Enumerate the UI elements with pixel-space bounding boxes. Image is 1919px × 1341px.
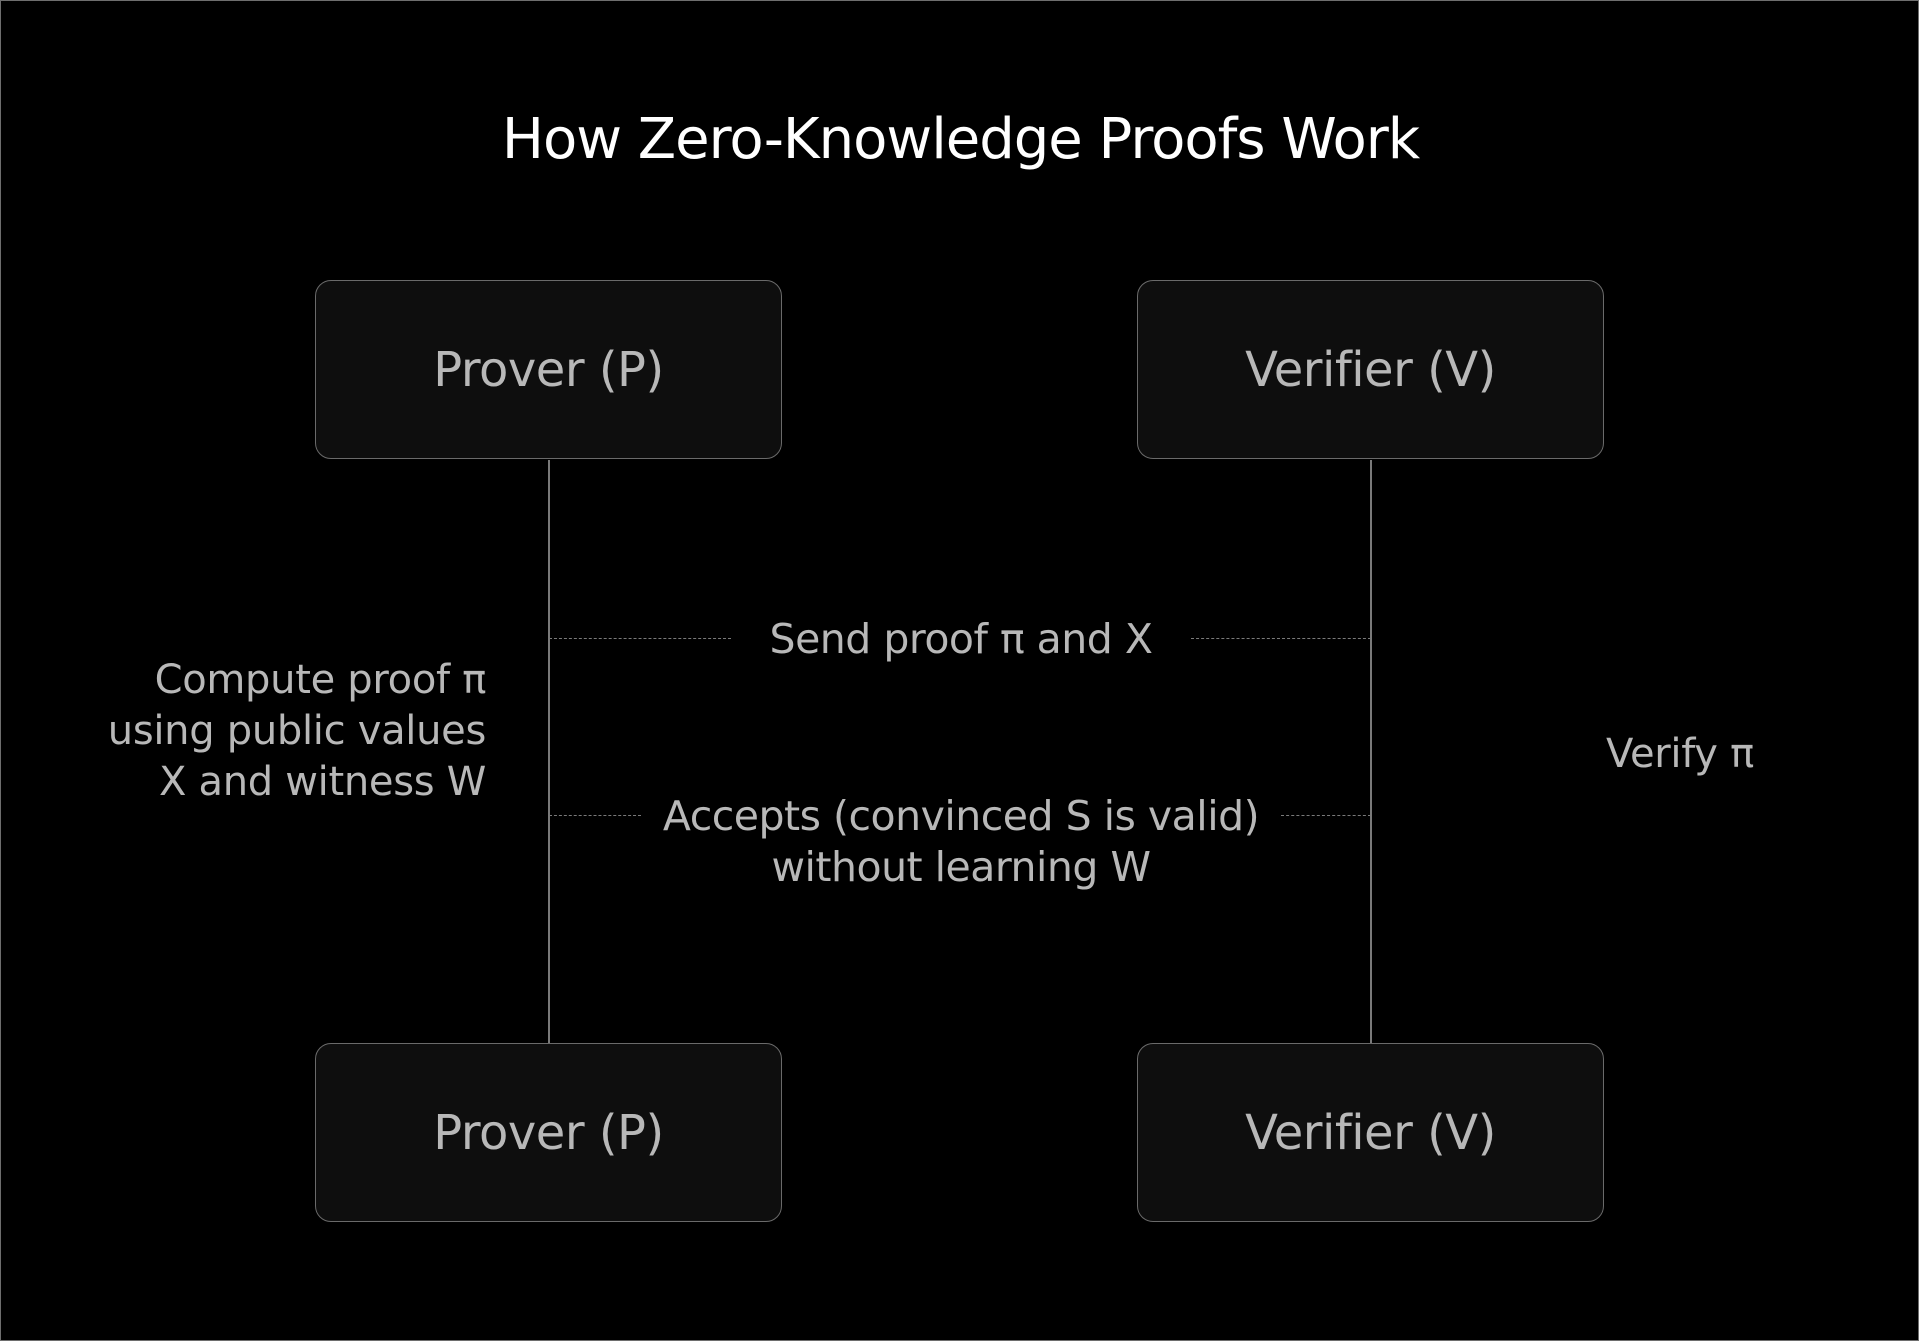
prover-note-line-2: using public values [107, 708, 487, 754]
message-accepts: Accepts (convinced S is valid) without l… [651, 791, 1271, 893]
message-1-dashed-line-right [1191, 638, 1371, 639]
prover-label: Prover (P) [433, 341, 664, 398]
message-2-line-2: without learning W [771, 843, 1152, 891]
verifier-note-line-1: Verify π [1606, 731, 1754, 777]
verifier-box-top: Verifier (V) [1137, 280, 1604, 459]
verifier-box-bottom: Verifier (V) [1137, 1043, 1604, 1222]
message-2-line-1: Accepts (convinced S is valid) [662, 792, 1260, 840]
prover-label: Prover (P) [433, 1104, 664, 1161]
verifier-label: Verifier (V) [1245, 1104, 1496, 1161]
prover-box-top: Prover (P) [315, 280, 782, 459]
message-1-dashed-line-left [549, 638, 731, 639]
message-send-proof: Send proof π and X [741, 614, 1181, 665]
prover-lifeline [548, 460, 550, 1044]
verifier-label: Verifier (V) [1245, 341, 1496, 398]
prover-note-line-3: X and witness W [158, 759, 486, 805]
verifier-note: Verify π [1606, 729, 1754, 780]
message-2-dashed-line-left [549, 815, 641, 816]
prover-note-line-1: Compute proof π [154, 657, 487, 703]
prover-box-bottom: Prover (P) [315, 1043, 782, 1222]
prover-note: Compute proof π using public values X an… [107, 655, 487, 808]
message-1-text: Send proof π and X [769, 615, 1153, 663]
diagram-title: How Zero-Knowledge Proofs Work [501, 107, 1420, 172]
message-2-dashed-line-right [1281, 815, 1371, 816]
verifier-lifeline [1370, 460, 1372, 1044]
